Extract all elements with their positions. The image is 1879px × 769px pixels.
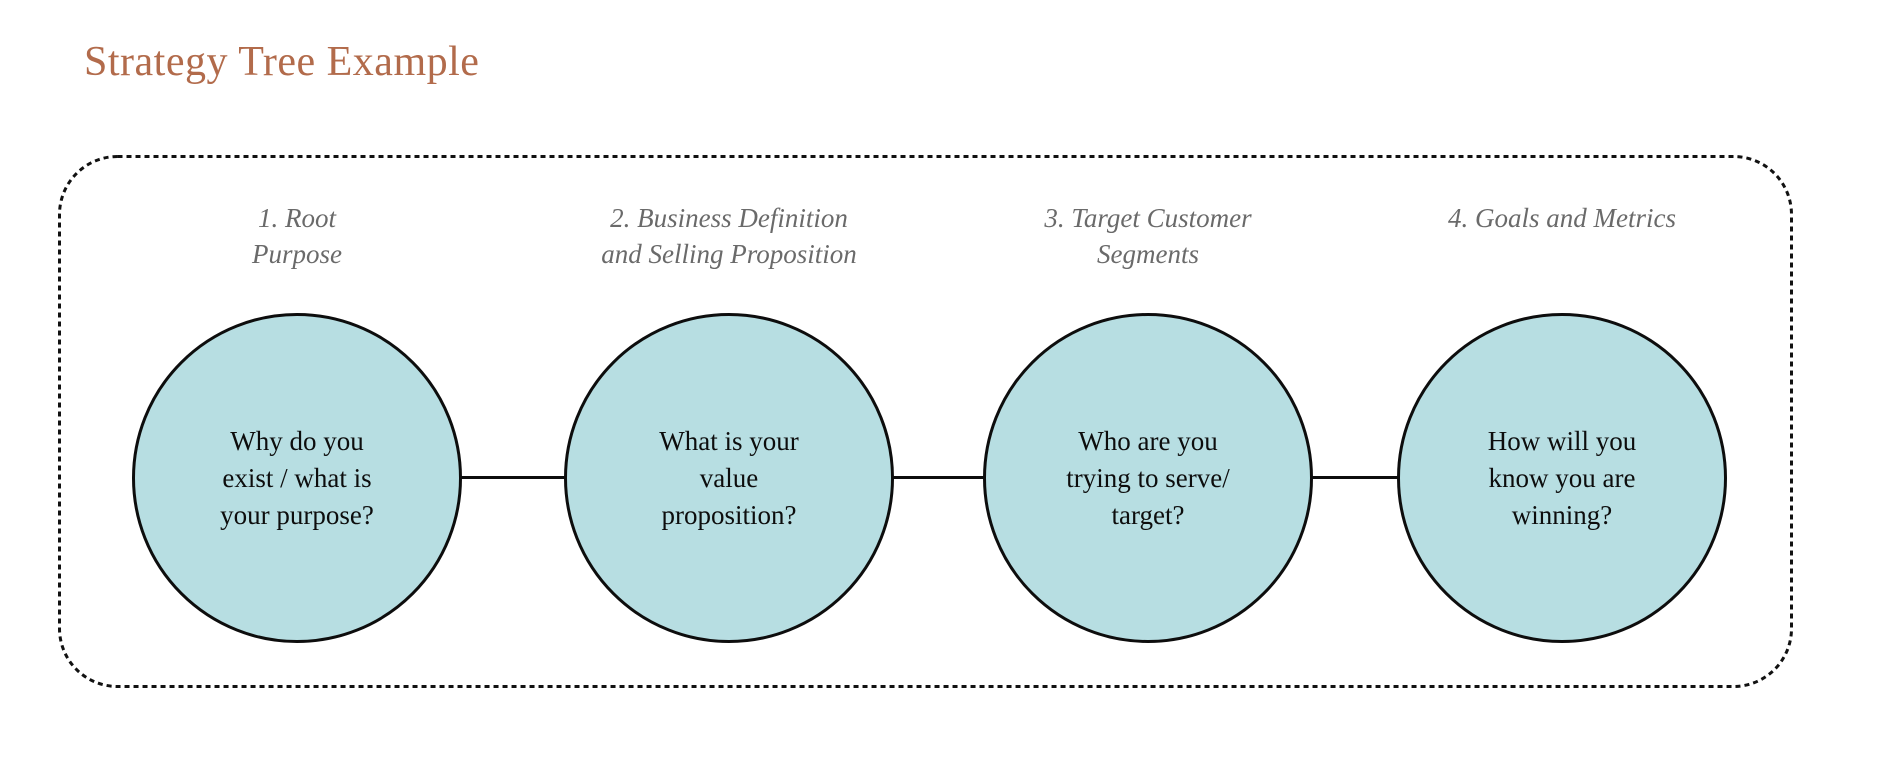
node-heading-business-definition: 2. Business Definition and Selling Propo… [601,203,857,269]
connector-node3-node4 [1148,476,1562,479]
node-circle-root-purpose: Why do you exist / what is your purpose? [132,313,462,643]
dashed-border [58,155,1793,688]
node-circle-target-customer-segments: Who are you trying to serve/ target? [983,313,1313,643]
connector-node1-node2 [297,476,729,479]
node-circle-business-definition: What is your value proposition? [564,313,894,643]
node-heading-root-purpose: 1. Root Purpose [252,203,342,269]
node-circle-goals-and-metrics: How will you know you are winning? [1397,313,1727,643]
connector-node2-node3 [729,476,1148,479]
node-heading-target-customer-segments: 3. Target Customer Segments [1044,203,1252,269]
node-heading-goals-and-metrics: 4. Goals and Metrics [1448,203,1676,233]
page-title: Strategy Tree Example [84,39,480,85]
diagram-frame [58,155,1793,688]
